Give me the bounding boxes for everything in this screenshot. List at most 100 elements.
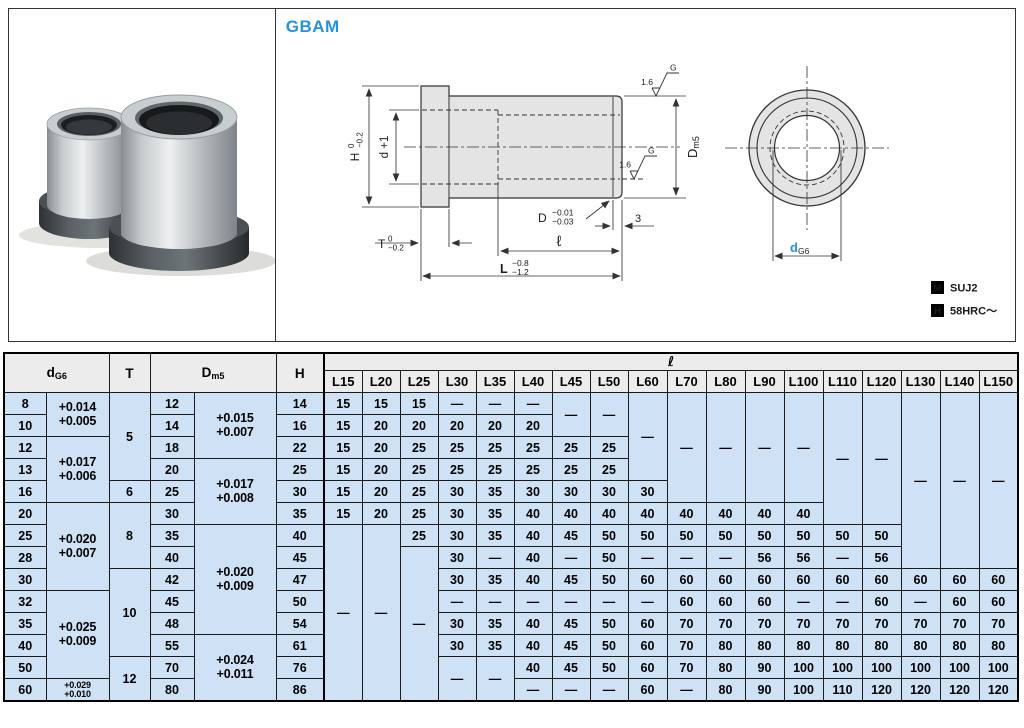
dimension-cell: — bbox=[783, 392, 824, 503]
dimension-cell: 56 bbox=[744, 546, 785, 569]
dimension-cell: 42 bbox=[149, 568, 195, 591]
dimension-cell: 25 bbox=[551, 458, 591, 481]
dimension-cell: 20 bbox=[361, 436, 401, 459]
dimension-lines bbox=[361, 85, 686, 281]
dimension-cell: 12 bbox=[108, 656, 151, 702]
dimension-cell: — bbox=[822, 546, 863, 569]
dimension-cell: 32 bbox=[3, 590, 47, 613]
dimension-cell: 50 bbox=[589, 634, 629, 657]
dimension-cell: 30 bbox=[437, 480, 477, 503]
dimension-cell: 30 bbox=[149, 502, 195, 525]
column-header: L20 bbox=[361, 370, 401, 393]
dimension-cell: 6 bbox=[108, 480, 151, 503]
column-header: L15 bbox=[323, 370, 363, 393]
column-header: L130 bbox=[900, 370, 941, 393]
dim-label-chamfer: 3 bbox=[635, 213, 641, 225]
dimension-cell: 50 bbox=[705, 524, 746, 547]
dimension-cell: 25 bbox=[399, 524, 439, 547]
dimension-cell: 60 bbox=[978, 590, 1019, 613]
dimension-cell: 35 bbox=[475, 524, 515, 547]
dimension-cell: 35 bbox=[149, 524, 195, 547]
dimension-cell: 8 bbox=[108, 502, 151, 569]
dimension-cell: 50 bbox=[589, 612, 629, 635]
dim-label-T: T 0 −0.2 bbox=[378, 235, 404, 253]
dimension-cell: 45 bbox=[551, 656, 591, 679]
dimension-cell: 80 bbox=[900, 634, 941, 657]
dimension-cell: 20 bbox=[3, 502, 47, 525]
dimension-cell: 45 bbox=[551, 524, 591, 547]
dimension-cell: 60 bbox=[705, 590, 746, 613]
svg-text:T: T bbox=[378, 237, 386, 251]
dimension-cell: 25 bbox=[437, 458, 477, 481]
dimension-cell: 16 bbox=[3, 480, 47, 503]
dimension-cell: — bbox=[551, 678, 591, 702]
dimension-cell: 30 bbox=[437, 634, 477, 657]
dimension-cell: +0.020+0.009 bbox=[193, 524, 277, 635]
dimension-cell: 12 bbox=[149, 392, 195, 415]
dimension-cell: 61 bbox=[275, 634, 325, 657]
column-header: dG6 bbox=[3, 352, 110, 393]
dimension-cell: 16 bbox=[275, 414, 325, 437]
finish-flag-label: G bbox=[648, 146, 655, 156]
dimension-cell: 20 bbox=[361, 458, 401, 481]
dimension-cell: 100 bbox=[822, 656, 863, 679]
dimension-cell: 100 bbox=[783, 656, 824, 679]
hardness-value: 58HRC～ bbox=[950, 306, 997, 318]
dimension-cell: — bbox=[513, 590, 553, 613]
dimension-cell: 20 bbox=[475, 414, 515, 437]
dimension-cell: 60 bbox=[939, 590, 980, 613]
dimension-cell: — bbox=[513, 392, 553, 415]
dimension-cell: 50 bbox=[275, 590, 325, 613]
dimension-cell: 50 bbox=[861, 524, 902, 547]
dimension-cell: 76 bbox=[275, 656, 325, 679]
dimension-cell: 100 bbox=[939, 656, 980, 679]
dimension-cell: 5 bbox=[108, 392, 151, 481]
dimension-cell: 56 bbox=[783, 546, 824, 569]
svg-text:−0.2: −0.2 bbox=[388, 244, 404, 253]
dimension-cell: 10 bbox=[3, 414, 47, 437]
dimension-cell: 50 bbox=[744, 524, 785, 547]
dimension-cell: 45 bbox=[149, 590, 195, 613]
dimension-cell: — bbox=[939, 392, 980, 569]
column-header: L40 bbox=[513, 370, 553, 393]
dimension-cell: 56 bbox=[861, 546, 902, 569]
dimension-cell: 35 bbox=[275, 502, 325, 525]
dimension-cell: 40 bbox=[705, 502, 746, 525]
dimension-cell: 35 bbox=[475, 568, 515, 591]
column-header: T bbox=[108, 352, 151, 393]
dimension-cell: 70 bbox=[783, 612, 824, 635]
dimension-cell: 45 bbox=[551, 612, 591, 635]
dimension-cell: 100 bbox=[861, 656, 902, 679]
dimension-cell: +0.020+0.007 bbox=[45, 502, 110, 591]
column-header: L60 bbox=[627, 370, 668, 393]
dimension-cell: 70 bbox=[939, 612, 980, 635]
dimension-cell: 40 bbox=[513, 524, 553, 547]
dimension-cell: 25 bbox=[513, 458, 553, 481]
dimension-cell: 80 bbox=[939, 634, 980, 657]
dimension-cell: 25 bbox=[589, 436, 629, 459]
dimension-cell: 60 bbox=[861, 590, 902, 613]
dimension-cell: 45 bbox=[275, 546, 325, 569]
product-overview-panel: GBAM bbox=[8, 8, 1016, 342]
dimension-cell: — bbox=[475, 392, 515, 415]
dimension-cell: — bbox=[323, 524, 363, 702]
dimension-cell: 30 bbox=[275, 480, 325, 503]
dimension-cell: — bbox=[551, 392, 591, 437]
dim-label-d-plus1: d +1 bbox=[379, 136, 391, 159]
dimension-cell: 35 bbox=[475, 480, 515, 503]
dim-label-D: D −0.01 −0.03 bbox=[538, 208, 574, 227]
dimension-cell: — bbox=[666, 546, 707, 569]
dimension-cell: 40 bbox=[513, 546, 553, 569]
dimension-cell: 70 bbox=[666, 656, 707, 679]
dimension-cell: 40 bbox=[513, 612, 553, 635]
svg-text:D: D bbox=[538, 211, 547, 225]
dimension-cell: +0.017+0.008 bbox=[193, 458, 277, 525]
dimension-cell: 20 bbox=[513, 414, 553, 437]
dimension-cell: 25 bbox=[399, 480, 439, 503]
dimension-cell: 20 bbox=[399, 414, 439, 437]
dimension-cell: 25 bbox=[149, 480, 195, 503]
dimension-cell: 20 bbox=[149, 458, 195, 481]
dimension-cell: 90 bbox=[744, 656, 785, 679]
dimension-cell: 40 bbox=[627, 502, 668, 525]
column-header: L30 bbox=[437, 370, 477, 393]
